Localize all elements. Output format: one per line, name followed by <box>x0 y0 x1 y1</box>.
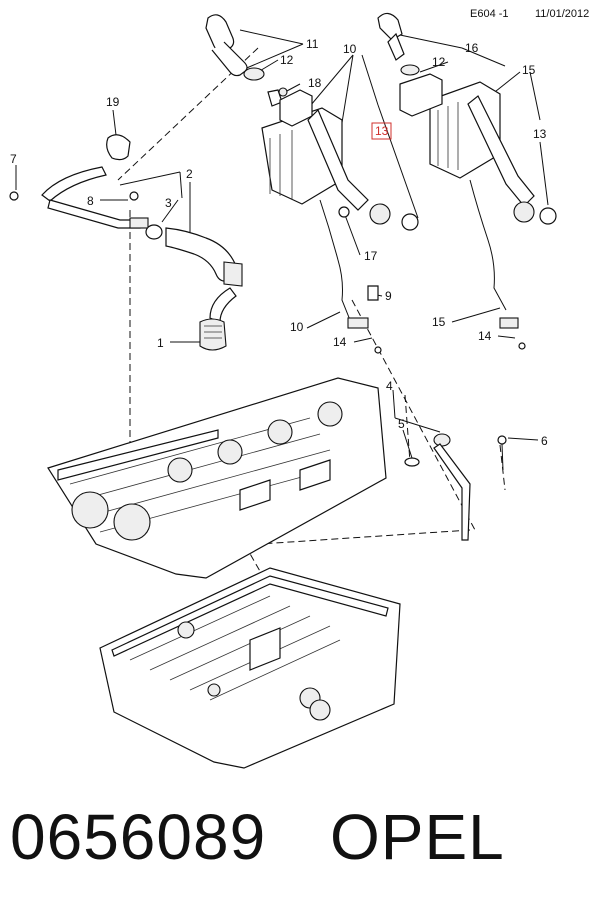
callout-19: 19 <box>106 95 120 109</box>
callout-3: 3 <box>165 196 172 210</box>
callout-8: 8 <box>87 194 94 208</box>
callout-13-highlighted: 13 <box>375 124 389 138</box>
callout-10-lower: 10 <box>290 320 304 334</box>
callout-13-right: 13 <box>533 127 547 141</box>
callout-15-upper: 15 <box>522 63 536 77</box>
right-oil-separator <box>377 12 557 350</box>
callout-12-right: 12 <box>432 55 446 69</box>
callout-5: 5 <box>398 417 405 431</box>
diagram-code: E604 -1 <box>470 8 509 20</box>
oil-pan <box>99 567 401 769</box>
callout-9: 9 <box>385 289 392 303</box>
callout-17: 17 <box>364 249 378 263</box>
part-number: 0656089 <box>10 801 267 873</box>
brand-name: OPEL <box>330 801 505 873</box>
callout-4: 4 <box>386 379 393 393</box>
left-breather-hose <box>9 14 288 351</box>
exploded-parts-diagram: 1 2 3 4 5 6 7 8 9 10 10 11 12 12 13 13 1… <box>9 12 557 769</box>
callout-14-right: 14 <box>478 329 492 343</box>
callout-14-left: 14 <box>333 335 347 349</box>
callout-13-highlight-box <box>371 122 392 140</box>
cylinder-head <box>47 377 387 579</box>
diagram-date: 11/01/2012 <box>535 8 590 20</box>
center-oil-separator <box>261 89 419 354</box>
callout-18: 18 <box>308 76 322 90</box>
callout-6: 6 <box>541 434 548 448</box>
callout-12-left: 12 <box>280 53 294 67</box>
callout-7: 7 <box>10 152 17 166</box>
callout-16: 16 <box>465 41 479 55</box>
dipstick-tube <box>404 433 507 541</box>
callout-2: 2 <box>186 167 193 181</box>
callout-10-left: 10 <box>343 42 357 56</box>
callout-15-lower: 15 <box>432 315 446 329</box>
callout-labels: 1 2 3 4 5 6 7 8 9 10 10 11 12 12 13 13 1… <box>10 37 548 448</box>
callout-11: 11 <box>306 37 319 51</box>
callout-1: 1 <box>157 336 164 350</box>
